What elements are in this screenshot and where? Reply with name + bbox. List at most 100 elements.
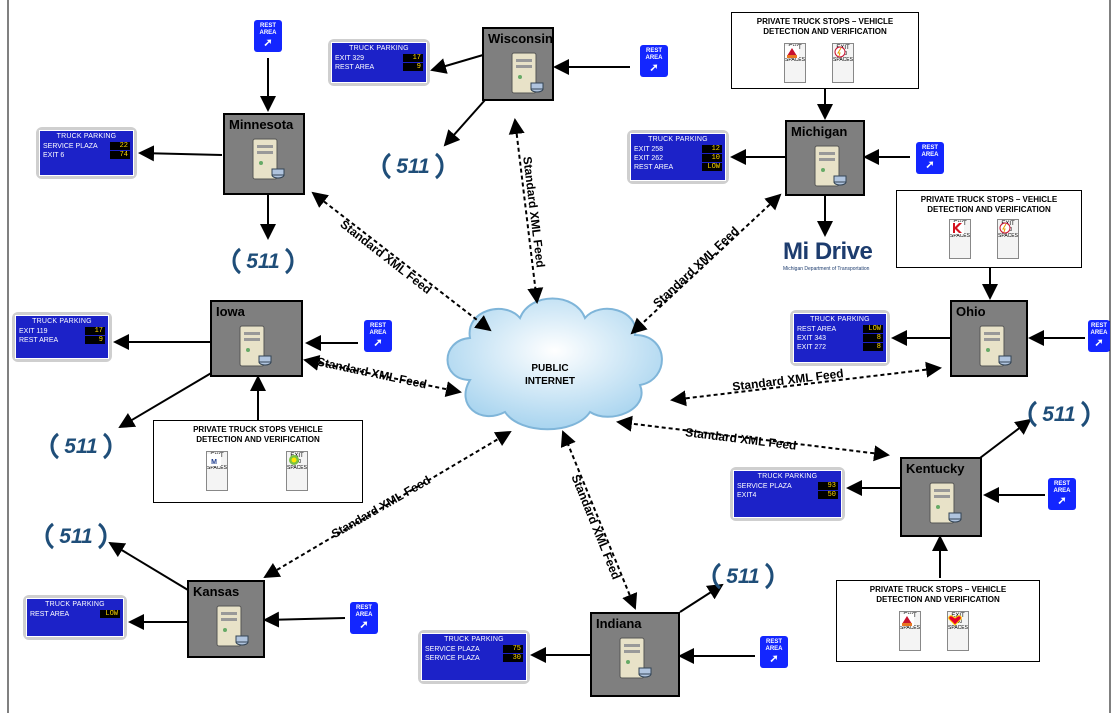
mobil-logo-icon: M [207,454,221,466]
rest-area-line1: REST [921,145,938,151]
rest-area-line1: REST [765,639,782,645]
loves-logo-icon [948,615,962,626]
server-node-wisconsin[interactable]: Wisconsin [482,27,554,101]
sign-row-label: REST AREA [797,325,837,333]
feed-line-wisconsin [508,118,544,304]
sign-row-value: LOW [863,325,883,333]
sign-row-value: LOW [100,610,120,618]
511-logo-kentucky: 511 [1028,400,1090,428]
pilot-logo-icon [785,46,799,58]
sign-row-value: 10 [702,154,722,162]
exit-card: EXIT160 SPACES [947,611,969,651]
511-text: 511 [59,525,92,548]
511-text: 511 [246,250,279,273]
511-logo-minnesota: 511 [232,247,294,275]
rest-area-line1: REST [645,48,662,54]
midrive-logo: Mi Drive Michigan Department of Transpor… [783,238,873,272]
sign-row-label: EXIT 119 [19,327,48,335]
sign-title: TRUCK PARKING [444,636,504,643]
server-icon [511,52,544,94]
server-icon [216,605,249,647]
sign-row-label: EXIT 258 [634,145,664,153]
state-name: Indiana [596,616,642,631]
state-name: Ohio [956,304,986,319]
server-icon [814,145,847,187]
rest-area-line1: REST [1053,481,1070,487]
speedway-logo-icon [834,46,846,58]
feed-line-ohio [670,361,942,407]
arrow-icon: ➚ [359,619,369,631]
box-title-line2: DETECTION AND VERIFICATION [763,27,887,36]
midrive-logo-text: Mi Drive [783,238,873,265]
sign-row-label: EXIT 272 [797,343,827,351]
rest-area-line2: AREA [765,646,783,652]
511-text: 511 [1042,403,1075,426]
sign-row-value: 8 [863,343,883,351]
cloud-label-line2: INTERNET [525,376,575,387]
box-title-line1: PRIVATE TRUCK STOPS – VEHICLE [756,17,894,26]
cloud-label: PUBLIC INTERNET [518,362,582,388]
server-node-minnesota[interactable]: Minnesota [223,113,305,195]
rest-area-line2: AREA [259,30,277,36]
feed-line-kansas [263,430,512,579]
server-icon [979,325,1012,367]
sign-row-value: 9 [403,63,423,71]
sign-row-label: SERVICE PLAZA [425,654,480,662]
sign-row-value: LOW [702,163,722,171]
sign-row-value: 30 [503,654,523,662]
rest-area-line1: REST [1090,323,1107,329]
arrow-icon: ➚ [769,653,779,665]
sign-title: TRUCK PARKING [349,45,409,52]
server-node-kentucky[interactable]: Kentucky [900,457,982,537]
rest-area-line2: AREA [645,55,663,61]
server-node-indiana[interactable]: Indiana [590,612,680,697]
arrow-icon: ➚ [649,62,659,74]
state-name: Kentucky [906,461,965,476]
exit-card: EXIT160 SPACES [286,451,308,491]
solid-arrows [108,54,1085,664]
sign-row-value: 12 [702,145,722,153]
box-title-line1: PRIVATE TRUCK STOPS – VEHICLE [869,585,1007,594]
511-logo-kansas: 511 [45,522,107,550]
511-text: 511 [64,435,97,458]
sign-row-value: 22 [110,142,130,150]
server-node-kansas[interactable]: Kansas [187,580,265,658]
sign-row-label: REST AREA [634,163,674,171]
xml-feed-lines [263,118,942,610]
feed-line-minnesota [311,191,492,332]
sign-row-value: 75 [503,645,523,653]
exit-card: EXIT160 SPACES [997,219,1019,259]
sign-row-label: EXIT 6 [43,151,65,159]
server-icon [239,325,272,367]
arrow-icon: ➚ [1094,337,1104,349]
rest-area-line2: AREA [1053,488,1071,494]
sign-row-value: 17 [403,54,423,62]
server-node-ohio[interactable]: Ohio [950,300,1028,377]
exit-card: EXIT87 SPACES [899,611,921,651]
box-title-line2: DETECTION AND VERIFICATION [927,205,1051,214]
rest-area-line2: AREA [921,152,939,158]
state-name: Michigan [791,124,848,139]
state-name: Kansas [193,584,240,599]
exit-card: EXITM87 SPACES [206,451,228,491]
sign-row-value: 93 [818,482,838,490]
sign-row-label: REST AREA [19,336,59,344]
sign-title: TRUCK PARKING [56,133,117,140]
server-icon [619,637,652,679]
sign-row-value: 8 [863,334,883,342]
server-node-michigan[interactable]: Michigan [785,120,865,196]
server-node-iowa[interactable]: Iowa [210,300,303,377]
